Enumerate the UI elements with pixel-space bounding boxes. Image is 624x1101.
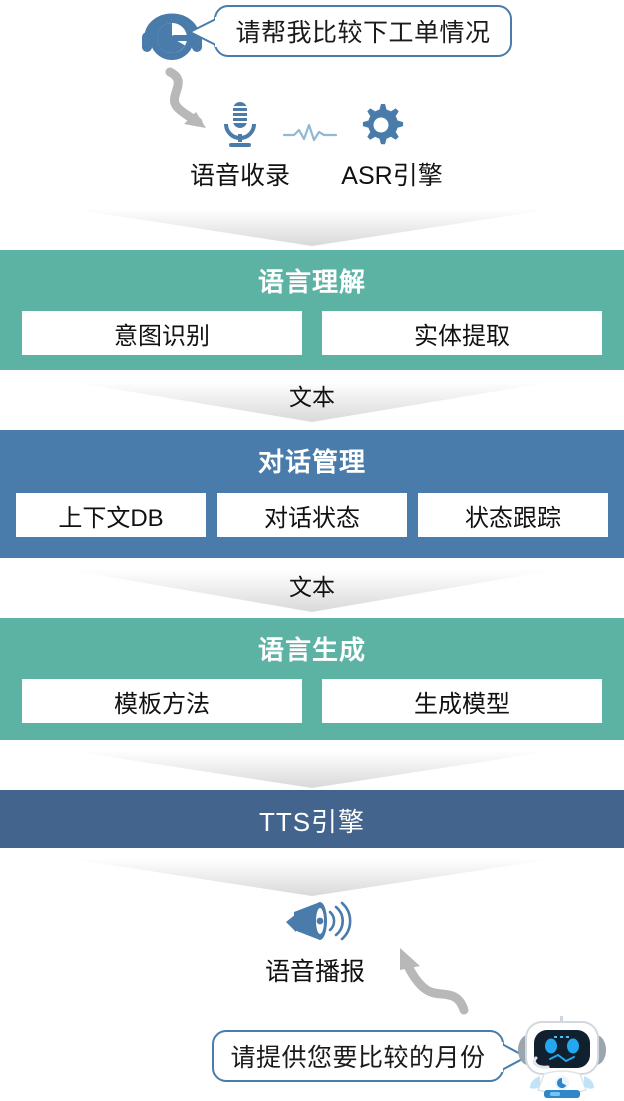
robot-mascot-icon	[510, 1012, 614, 1100]
mic-label: 语音收录	[189, 162, 290, 190]
stage-dm-title: 对话管理	[257, 447, 366, 477]
stage-dm-box-1[interactable]: 对话状态	[217, 493, 407, 537]
curved-arrow-down-icon	[158, 67, 228, 140]
asr-label: ASR引擎	[341, 162, 443, 190]
stage-nlg-box-1[interactable]: 生成模型	[322, 679, 602, 723]
microphone-icon	[218, 100, 262, 150]
stage-dm-box-2[interactable]: 状态跟踪	[418, 493, 608, 537]
connector-asr-to-nlu	[0, 198, 624, 246]
stage-dm-box-0[interactable]: 上下文DB	[16, 493, 206, 537]
bot-speech-bubble: 请提供您要比较的月份	[212, 1030, 504, 1082]
stage-tts-title: TTS引擎	[258, 807, 366, 837]
stage-dm: 对话管理 上下文DB 对话状态 状态跟踪	[0, 430, 624, 558]
stage-nlg-box-0[interactable]: 模板方法	[22, 679, 302, 723]
stage-tts: TTS引擎	[0, 790, 624, 848]
curved-arrow-up-left-icon	[372, 940, 472, 1022]
connector-nlu-to-dm-label: 文本	[289, 384, 335, 410]
user-bubble-tail	[186, 16, 220, 48]
user-speech-bubble: 请帮我比较下工单情况	[214, 5, 512, 57]
user-message-text: 请帮我比较下工单情况	[235, 19, 491, 47]
connector-dm-to-nlg-label: 文本	[289, 574, 335, 600]
gear-icon	[358, 102, 404, 148]
stage-nlg: 语言生成 模板方法 生成模型	[0, 618, 624, 740]
connector-nlg-to-tts	[0, 740, 624, 788]
megaphone-icon	[284, 898, 352, 946]
stage-nlu-box-0[interactable]: 意图识别	[22, 311, 302, 355]
stage-nlu: 语言理解 意图识别 实体提取	[0, 250, 624, 370]
bot-message-text: 请提供您要比较的月份	[230, 1044, 486, 1072]
stage-nlu-title: 语言理解	[257, 267, 366, 297]
headset-icon	[138, 4, 220, 64]
audio-waveform-icon	[282, 122, 338, 144]
stage-nlg-title: 语言生成	[257, 635, 366, 665]
connector-tts-to-output	[0, 848, 624, 896]
speaker-label: 语音播报	[264, 958, 365, 986]
stage-nlu-box-1[interactable]: 实体提取	[322, 311, 602, 355]
